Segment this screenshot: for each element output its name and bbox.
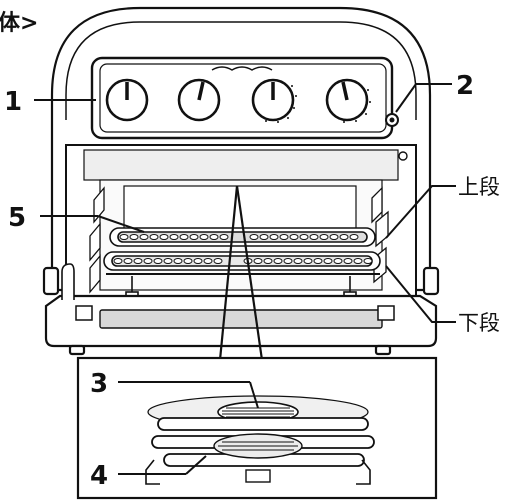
perforation-hole xyxy=(213,258,223,264)
control-panel xyxy=(90,56,394,140)
perforation-hole xyxy=(273,258,283,264)
power-lamp-icon xyxy=(385,113,399,127)
perforation-hole xyxy=(199,234,209,240)
rack-perforations xyxy=(113,258,373,264)
perforation-hole xyxy=(189,234,199,240)
heating-tubes xyxy=(151,417,375,467)
perforation-hole xyxy=(289,234,299,240)
perforation-hole xyxy=(173,258,183,264)
perforation-hole xyxy=(339,234,349,240)
rack-lower-label: 下段 xyxy=(458,311,500,335)
brand-logo xyxy=(211,66,273,71)
perforation-hole xyxy=(263,258,273,264)
perforation-hole xyxy=(129,234,139,240)
knob-3 xyxy=(251,78,295,122)
perforation-hole xyxy=(119,234,129,240)
callout-3: 3 xyxy=(90,369,108,399)
perforation-hole xyxy=(259,234,269,240)
perforation-hole xyxy=(209,234,219,240)
perforation-hole xyxy=(149,234,159,240)
perforation-hole xyxy=(333,258,343,264)
perforation-hole xyxy=(183,258,193,264)
dial-ticks xyxy=(265,85,371,123)
upper-element-perforations xyxy=(119,234,359,240)
perforation-hole xyxy=(313,258,323,264)
perforation-hole xyxy=(133,258,143,264)
perforation-hole xyxy=(349,234,359,240)
knob-2 xyxy=(177,78,221,122)
perforation-hole xyxy=(193,258,203,264)
callout-lines xyxy=(34,83,456,475)
perforation-hole xyxy=(329,234,339,240)
zoom-wedge xyxy=(218,185,264,361)
perforation-hole xyxy=(309,234,319,240)
perforation-hole xyxy=(143,258,153,264)
knob-4 xyxy=(325,78,369,122)
perforation-hole xyxy=(123,258,133,264)
perforation-hole xyxy=(219,234,229,240)
knob-1 xyxy=(105,78,149,122)
perforation-hole xyxy=(363,258,373,264)
perforation-hole xyxy=(283,258,293,264)
perforation-hole xyxy=(203,258,213,264)
callout-1: 1 xyxy=(4,87,22,117)
perforation-hole xyxy=(323,258,333,264)
perforation-hole xyxy=(279,234,289,240)
inset-panel xyxy=(76,356,438,500)
perforation-hole xyxy=(139,234,149,240)
section-title: 体> xyxy=(0,11,38,36)
perforation-hole xyxy=(303,258,313,264)
perforation-hole xyxy=(179,234,189,240)
perforation-hole xyxy=(353,258,363,264)
screw-icon xyxy=(398,151,408,161)
rack-upper-label: 上段 xyxy=(458,175,500,199)
perforation-hole xyxy=(269,234,279,240)
perforation-hole xyxy=(299,234,309,240)
perforation-hole xyxy=(153,258,163,264)
perforation-hole xyxy=(159,234,169,240)
perforation-hole xyxy=(169,234,179,240)
perforation-hole xyxy=(249,234,259,240)
perforation-hole xyxy=(293,258,303,264)
callout-5: 5 xyxy=(8,203,26,233)
perforation-hole xyxy=(253,258,263,264)
perforation-hole xyxy=(319,234,329,240)
oven-door xyxy=(44,263,438,356)
perforation-hole xyxy=(163,258,173,264)
callout-4: 4 xyxy=(90,461,108,491)
callout-2: 2 xyxy=(456,71,474,101)
perforation-hole xyxy=(343,258,353,264)
perforation-hole xyxy=(113,258,123,264)
